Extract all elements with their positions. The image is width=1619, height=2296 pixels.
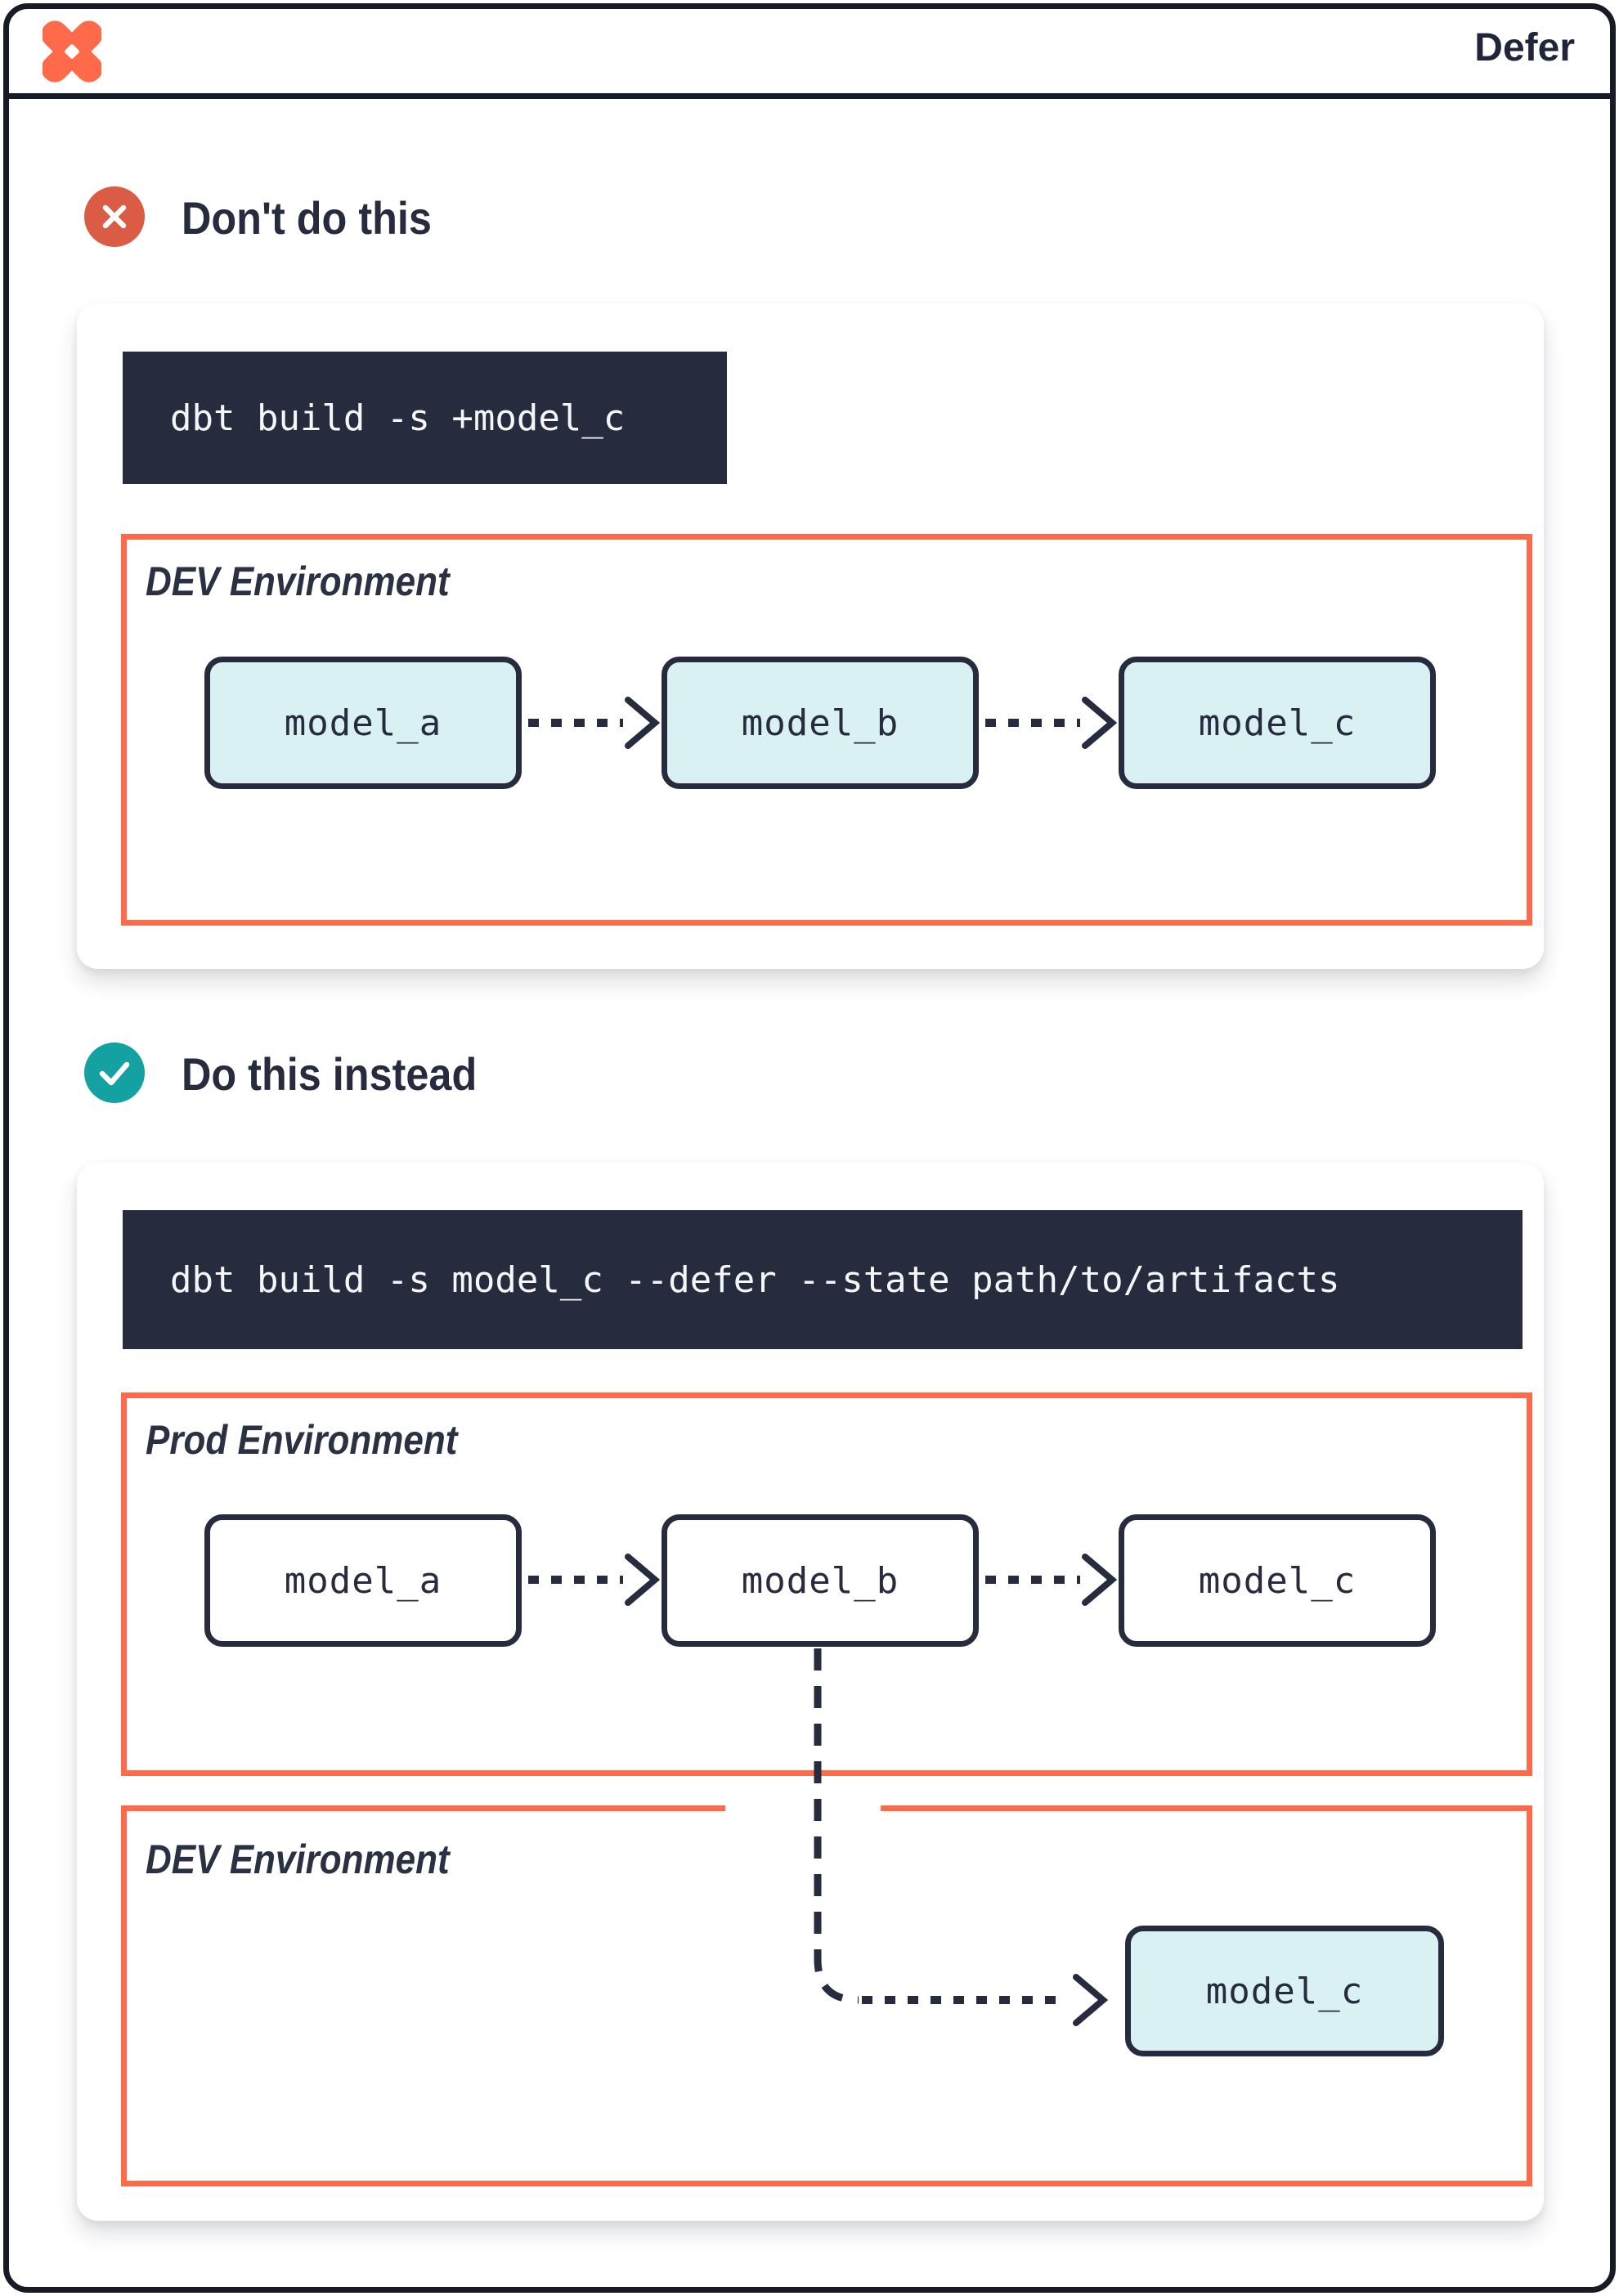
border-gap xyxy=(725,1805,881,1815)
section-heading-do: Do this instead xyxy=(182,1047,478,1100)
x-circle-icon xyxy=(84,186,145,247)
model-b-node: model_b xyxy=(662,657,979,789)
environment-label: DEV Environment xyxy=(146,558,450,604)
model-a-node: model_a xyxy=(204,657,522,789)
header-divider xyxy=(8,93,1611,99)
prod-environment-box: Prod Environment model_a model_b model_c xyxy=(121,1392,1532,1776)
model-a-node: model_a xyxy=(204,1514,522,1647)
dev-environment-box: DEV Environment model_a model_b model_c xyxy=(121,534,1532,926)
model-c-node: model_c xyxy=(1119,657,1436,789)
dependency-arrow-icon xyxy=(528,1554,661,1606)
do-card: dbt build -s model_c --defer --state pat… xyxy=(77,1163,1544,2221)
dependency-arrow-icon xyxy=(985,697,1118,749)
model-c-node: model_c xyxy=(1119,1514,1436,1647)
check-circle-icon xyxy=(84,1043,145,1103)
dont-card: dbt build -s +model_c DEV Environment mo… xyxy=(77,303,1544,969)
command-do: dbt build -s model_c --defer --state pat… xyxy=(123,1210,1523,1349)
command-dont: dbt build -s +model_c xyxy=(123,352,727,484)
window-title: Defer xyxy=(1474,25,1575,70)
environment-label: DEV Environment xyxy=(146,1836,450,1882)
dbt-logo-icon xyxy=(43,20,101,83)
environment-label: Prod Environment xyxy=(146,1417,458,1463)
dependency-arrow-icon xyxy=(985,1554,1118,1606)
defer-connector-arrow-icon xyxy=(814,1648,1109,2026)
section-heading-dont: Don't do this xyxy=(182,191,432,244)
dependency-arrow-icon xyxy=(528,697,661,749)
border-gap xyxy=(725,1759,881,1769)
model-b-node: model_b xyxy=(662,1514,979,1647)
model-c-node: model_c xyxy=(1125,1926,1444,2056)
